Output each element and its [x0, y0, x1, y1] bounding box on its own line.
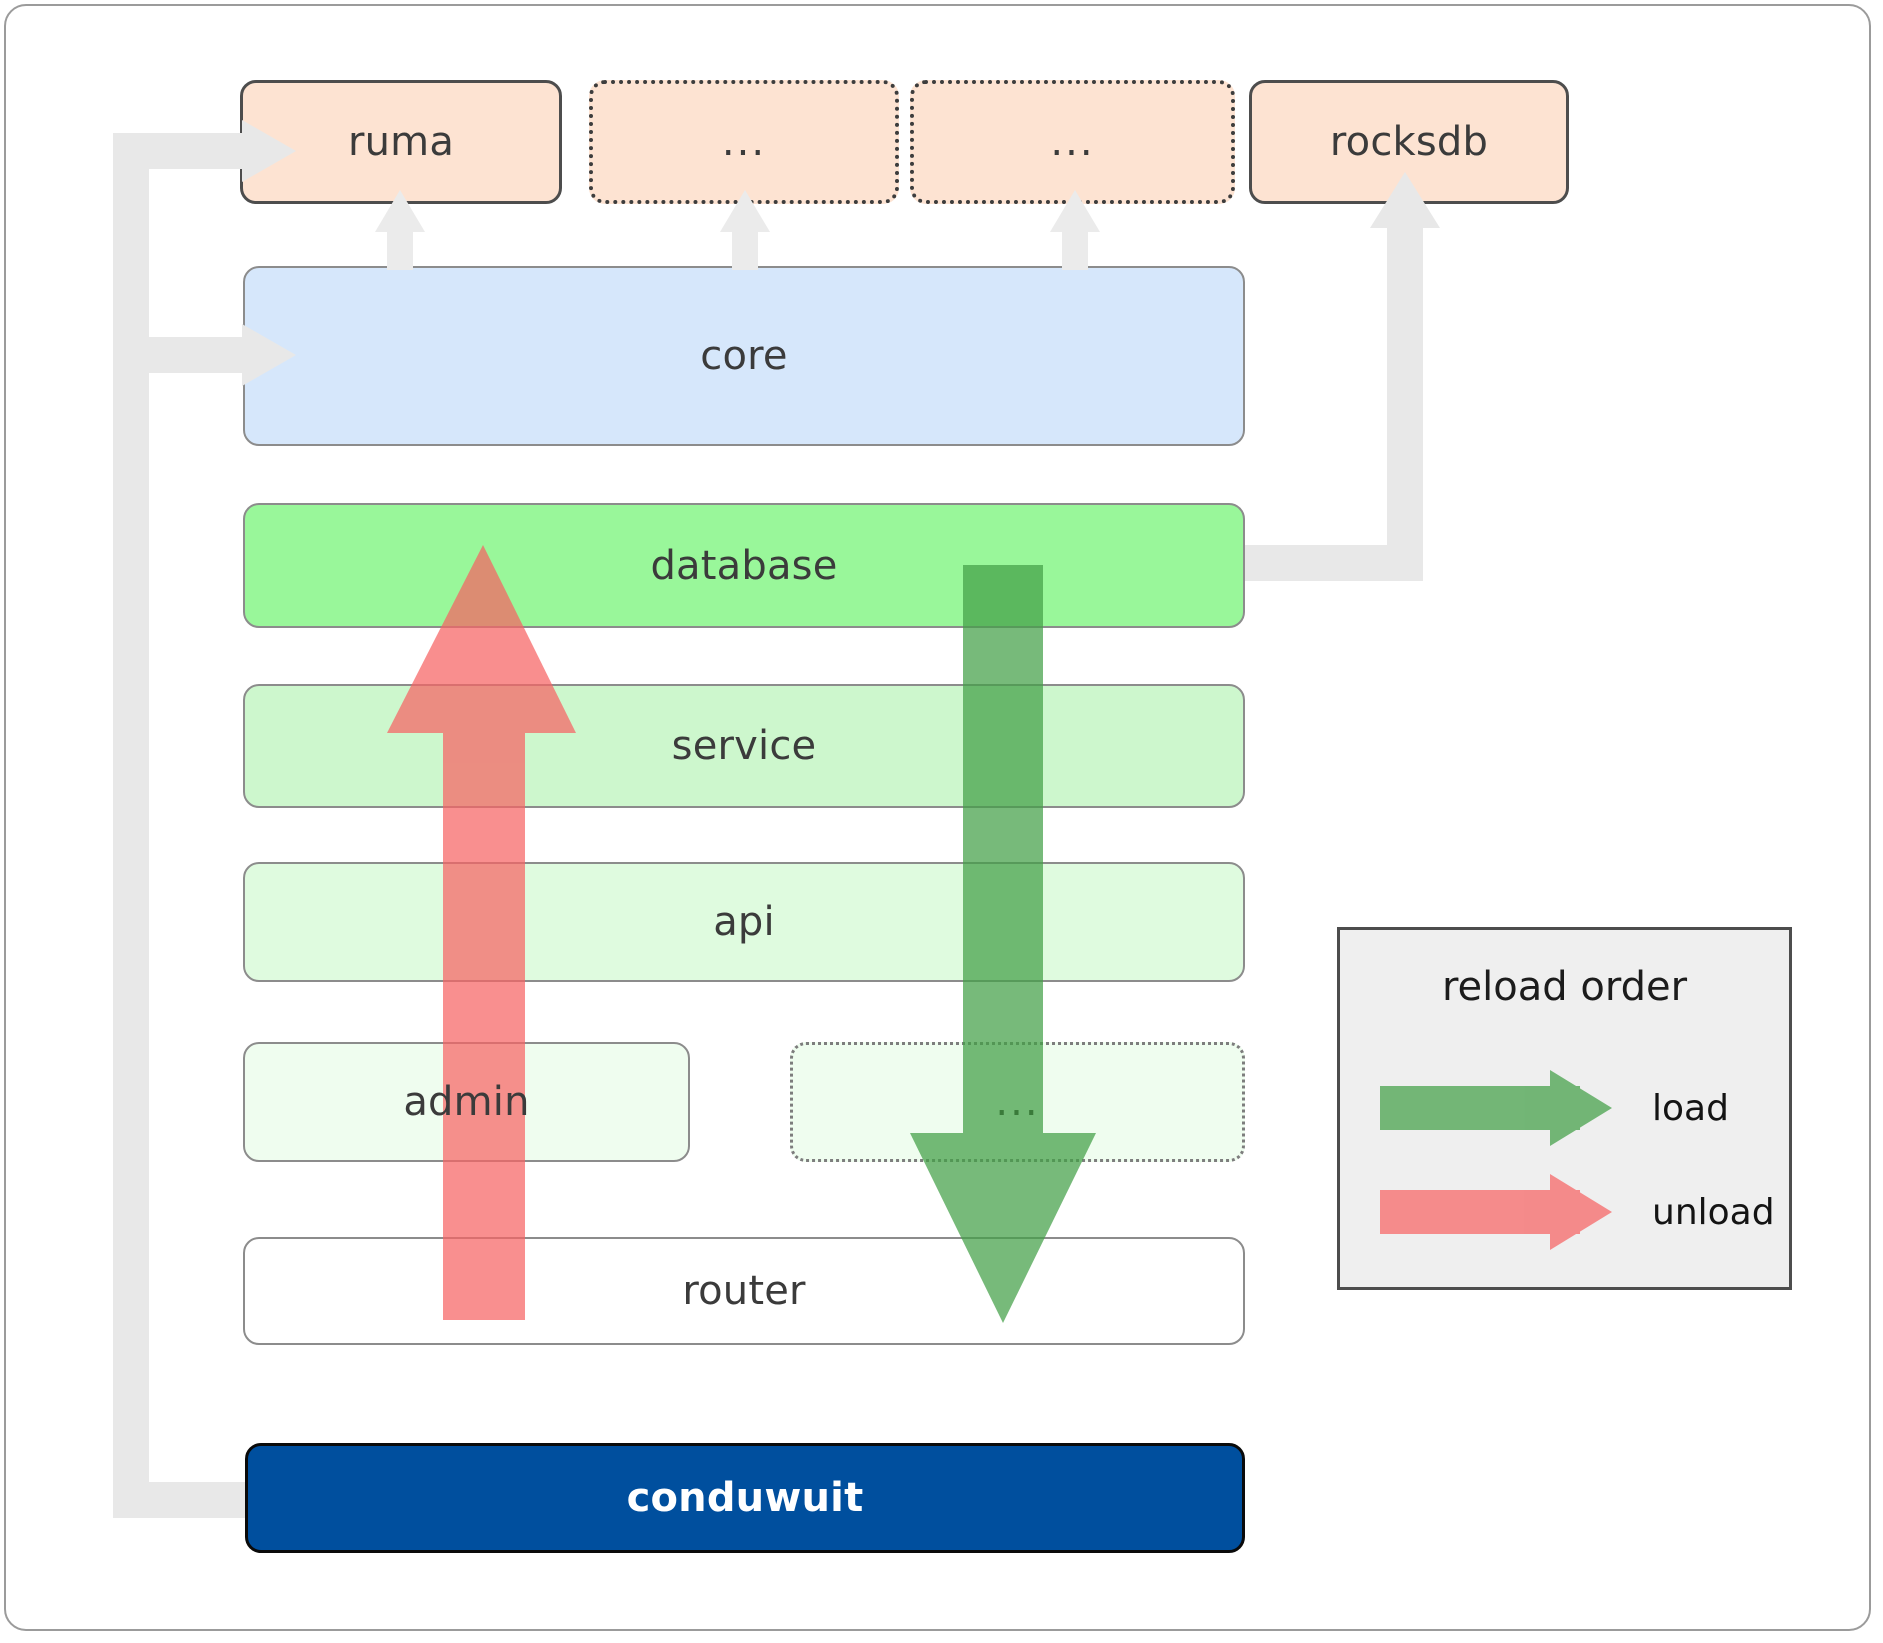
- layer-box-core[interactable]: core: [243, 266, 1245, 446]
- layer-box-router[interactable]: router: [243, 1237, 1245, 1345]
- dependency-box-ellipsis-1[interactable]: ...: [589, 80, 899, 204]
- application-label: conduwuit: [626, 1475, 864, 1521]
- application-box-conduwuit[interactable]: conduwuit: [245, 1443, 1245, 1553]
- legend-title: reload order: [1441, 964, 1688, 1010]
- dependency-box-rocksdb[interactable]: rocksdb: [1249, 80, 1569, 204]
- layer-box-database[interactable]: database: [243, 503, 1245, 628]
- dependency-label: ...: [1050, 119, 1095, 165]
- dependency-box-ruma[interactable]: ruma: [240, 80, 562, 204]
- dependency-label: ruma: [347, 119, 455, 165]
- layer-box-api[interactable]: api: [243, 862, 1245, 982]
- layer-label: admin: [403, 1079, 530, 1125]
- legend-swatch-load: [1380, 1070, 1612, 1146]
- layer-box-admin[interactable]: admin: [243, 1042, 690, 1162]
- layer-label: router: [682, 1268, 806, 1314]
- layer-box-service[interactable]: service: [243, 684, 1245, 808]
- layer-label: service: [671, 723, 817, 769]
- dependency-label: rocksdb: [1329, 119, 1489, 165]
- layer-label: api: [713, 899, 775, 945]
- layer-box-ellipsis[interactable]: ...: [790, 1042, 1245, 1162]
- legend-swatch-unload: [1380, 1174, 1612, 1250]
- dependency-label: ...: [721, 119, 767, 165]
- layer-label: database: [650, 542, 838, 589]
- legend-label-unload: unload: [1652, 1192, 1775, 1233]
- layer-label: ...: [995, 1079, 1040, 1125]
- legend-panel: reload order load unload: [1337, 927, 1792, 1290]
- legend-label-load: load: [1652, 1088, 1729, 1129]
- dependency-box-ellipsis-2[interactable]: ...: [910, 80, 1235, 204]
- diagram-frame: [4, 4, 1871, 1631]
- layer-label: core: [700, 333, 788, 379]
